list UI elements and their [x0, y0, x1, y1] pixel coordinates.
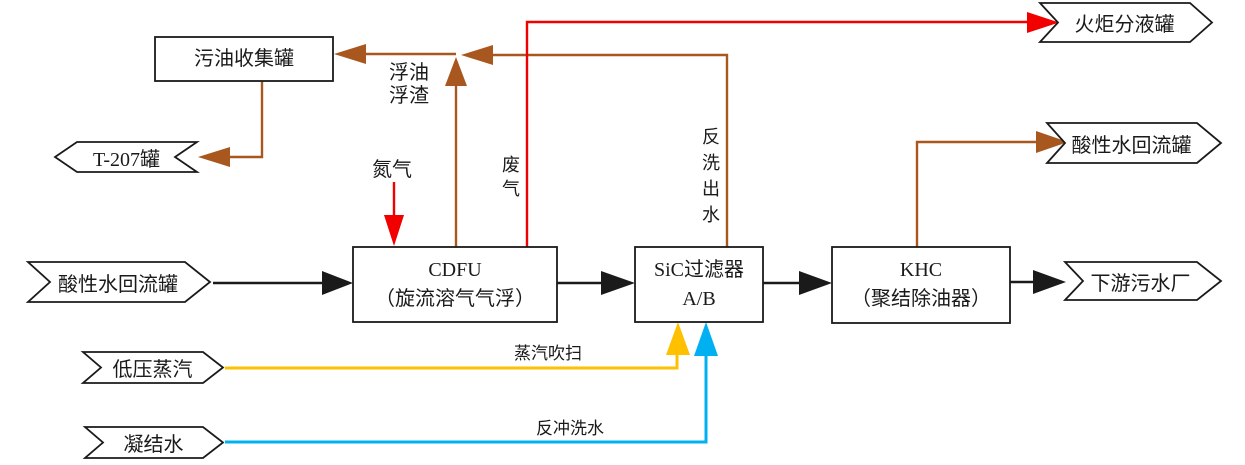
cdfu-box	[352, 246, 558, 323]
flare-ko-drum-flag	[1037, 2, 1214, 43]
sour-water-out-flag	[1044, 122, 1223, 164]
condensate-flag	[82, 426, 225, 459]
arrowhead-into-khc	[799, 271, 832, 295]
cdfu-label: CDFU （旋流溶气气浮）	[353, 247, 557, 322]
sic-filter-label-line1: SiC过滤器	[653, 258, 745, 281]
t207-tank-label: T-207罐	[92, 148, 161, 171]
arrowhead-up-junction	[445, 57, 467, 86]
sour-water-in-flag	[25, 261, 212, 303]
slop-oil-tank-box	[154, 36, 334, 82]
arrowhead-into-sloptank	[334, 44, 366, 64]
arrowhead-backwash-to-junction	[461, 45, 493, 65]
sour-water-in-label: 酸性水回流罐	[58, 273, 178, 296]
waste-gas-label: 废气	[500, 155, 520, 203]
arrowhead-into-flare	[1027, 12, 1059, 33]
nitrogen-label: 氮气	[372, 159, 412, 181]
lp-steam-label: 低压蒸汽	[112, 359, 193, 381]
floating-oil-label: 浮油	[389, 62, 429, 84]
khc-box	[831, 246, 1011, 324]
cdfu-label-line1: CDFU	[428, 258, 482, 281]
downstream-wwtp-label: 下游污水厂	[1090, 272, 1191, 295]
cdfu-label-line2: （旋流溶气气浮）	[375, 287, 535, 310]
sic-filter-label: SiC过滤器 A/B	[635, 247, 763, 322]
khc-label-line1: KHC	[899, 259, 943, 281]
khc-label: KHC （聚结除油器）	[832, 247, 1010, 323]
floating-scum-label: 浮渣	[389, 85, 429, 107]
downstream-wwtp-flag	[1062, 261, 1223, 301]
arrowhead-into-cdfu	[322, 271, 353, 295]
line-wastegas-to-flare	[525, 20, 1029, 247]
steam-purge-label: 蒸汽吹扫	[514, 344, 582, 363]
arrowhead-into-downstream	[1033, 270, 1066, 294]
backwash-water-label: 反冲洗水	[536, 419, 604, 438]
khc-label-line2: （聚结除油器）	[851, 288, 991, 310]
arrowhead-into-t207	[198, 147, 230, 167]
arrowhead-nitrogen-into-cdfu	[384, 215, 404, 246]
floating-oil-scum-label: 浮油 浮渣	[389, 62, 429, 108]
arrowhead-into-sic	[601, 271, 635, 295]
line-sic-backwash-outlet	[492, 53, 729, 247]
sic-filter-label-line2: A/B	[682, 287, 716, 310]
line-backwash-water	[225, 355, 708, 444]
slop-oil-tank-label: 污油收集罐	[194, 47, 294, 70]
t207-tank-flag	[53, 141, 200, 173]
line-steam-purge	[225, 354, 679, 370]
line-sloptank-to-t207	[229, 81, 264, 159]
arrowhead-steam-into-sic	[666, 322, 690, 355]
backwash-outlet-label: 反洗出水	[700, 127, 720, 231]
flare-ko-drum-label: 火炬分液罐	[1074, 14, 1175, 36]
sour-water-out-label: 酸性水回流罐	[1071, 134, 1192, 157]
arrowhead-backwash-into-sic	[694, 322, 718, 356]
condensate-label: 凝结水	[123, 434, 184, 456]
sic-filter-box	[634, 246, 764, 323]
lp-steam-flag	[80, 351, 225, 384]
line-khc-to-sourwater-out	[915, 140, 1037, 247]
arrowhead-into-sourwater-out	[1036, 131, 1068, 153]
